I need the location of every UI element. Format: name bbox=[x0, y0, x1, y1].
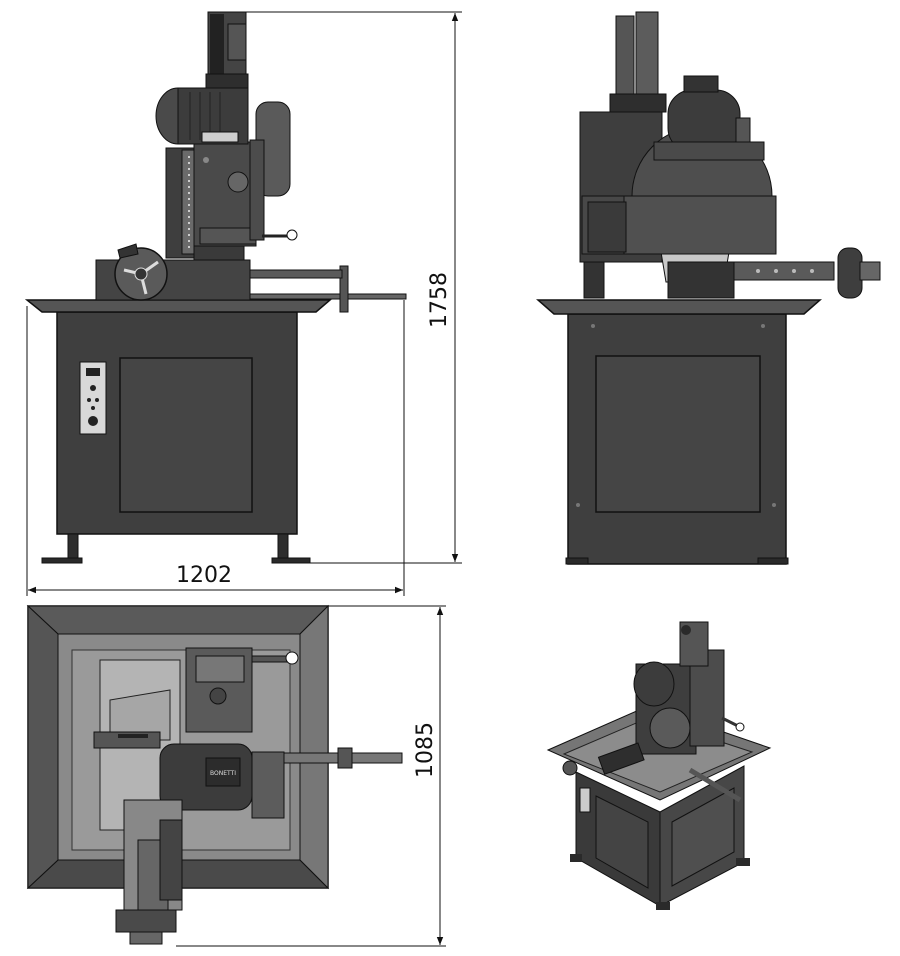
side-cabinet-door bbox=[595, 355, 761, 513]
dimension-lines bbox=[26, 11, 462, 947]
front-cabinet-door bbox=[119, 357, 253, 513]
front-vise-block bbox=[95, 259, 251, 301]
front-view bbox=[24, 11, 407, 564]
motor-brand-plate: BONETTI bbox=[210, 770, 236, 777]
height-dimension-label: 1758 bbox=[427, 272, 452, 328]
side-stock-rail bbox=[729, 261, 835, 281]
side-view bbox=[536, 11, 881, 565]
top-handwheel bbox=[115, 909, 177, 933]
side-table-top bbox=[536, 299, 822, 315]
side-handwheel bbox=[837, 247, 863, 299]
front-right-leg bbox=[277, 533, 289, 561]
width-dimension-label: 1202 bbox=[176, 563, 232, 588]
isometric-view bbox=[546, 621, 772, 910]
iso-handwheel bbox=[562, 760, 578, 776]
iso-blade bbox=[649, 707, 691, 749]
front-left-leg bbox=[67, 533, 79, 561]
top-handle-knob bbox=[285, 651, 299, 665]
front-table-top bbox=[24, 299, 333, 313]
iso-motor bbox=[633, 661, 675, 707]
depth-dimension-label: 1085 bbox=[413, 722, 438, 778]
front-bar-stock bbox=[249, 293, 407, 300]
top-view: BONETTI bbox=[26, 604, 403, 945]
side-pneumatic-cylinder bbox=[615, 15, 635, 107]
front-handle-knob bbox=[286, 229, 298, 241]
